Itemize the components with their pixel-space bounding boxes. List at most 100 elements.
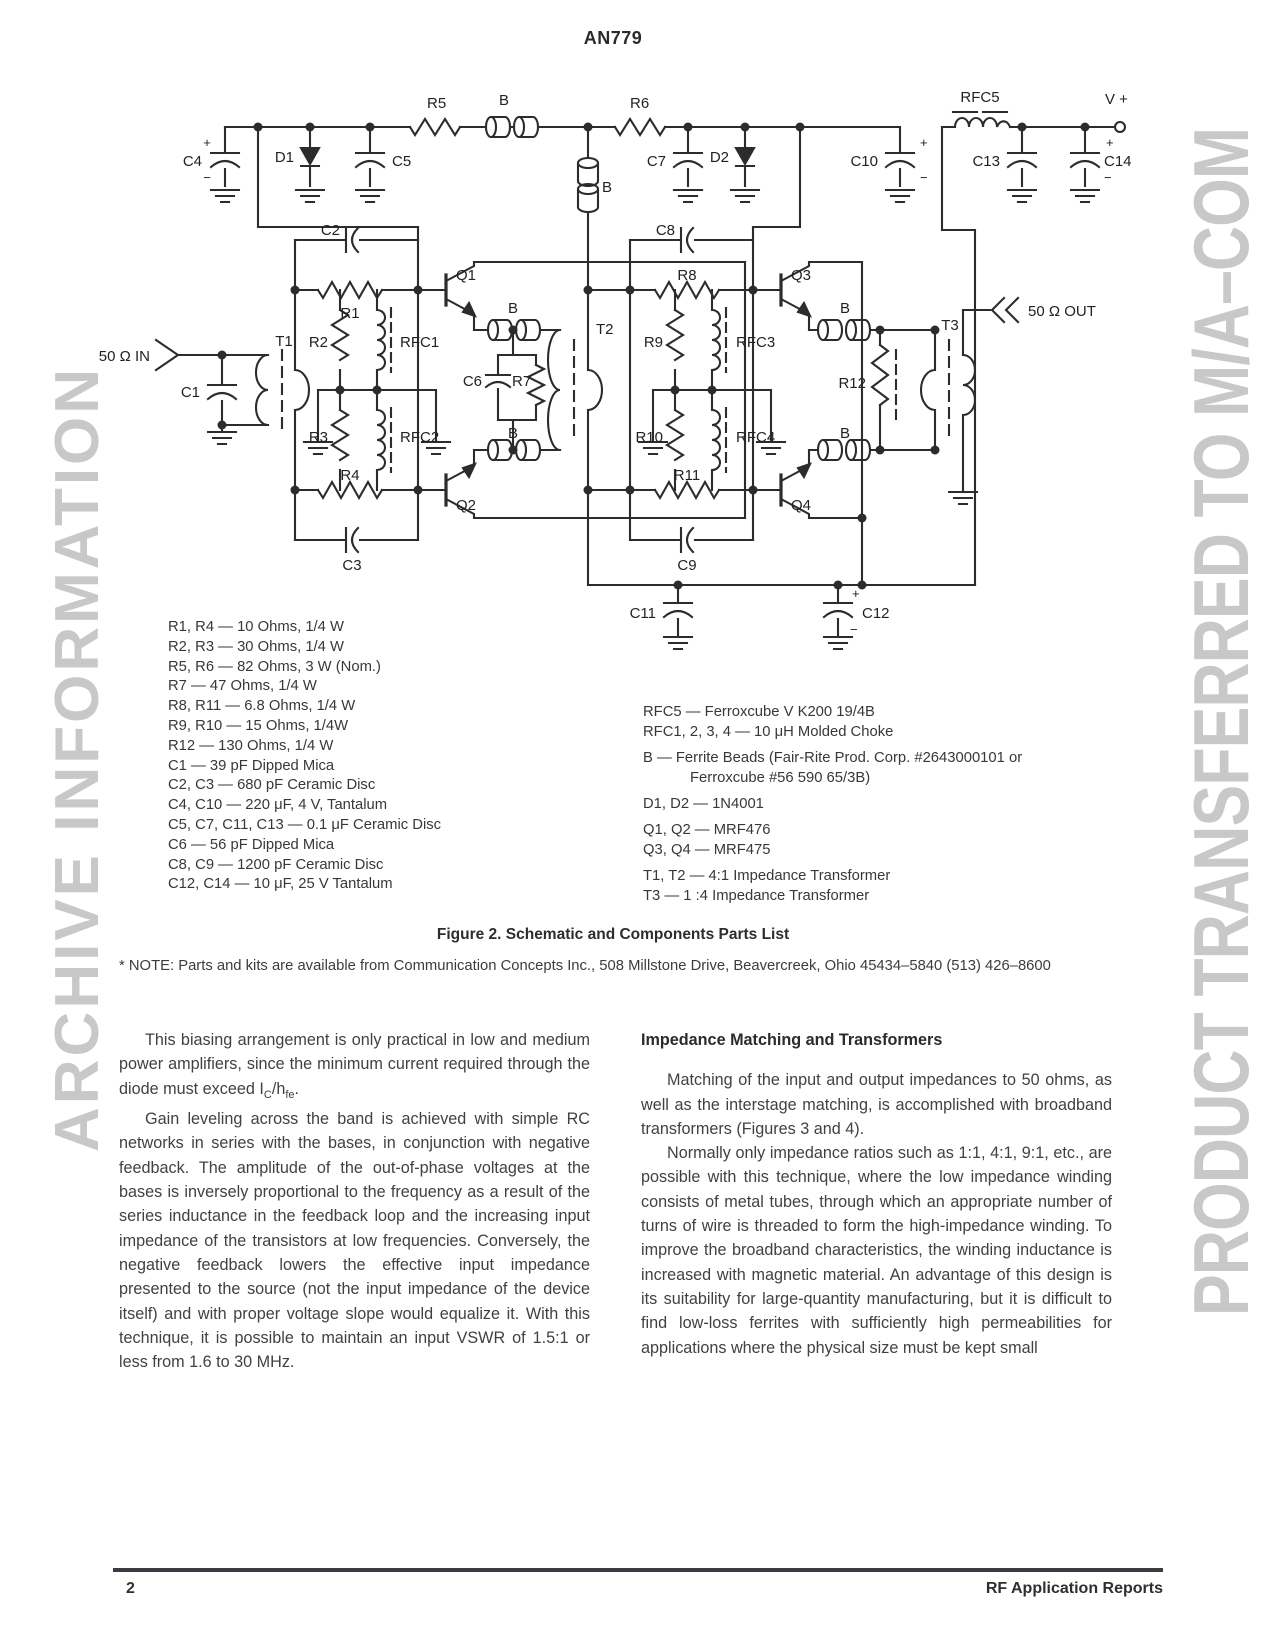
label-d2: D2	[710, 149, 729, 166]
parts-item: RFC1, 2, 3, 4 — 10 μH Molded Choke	[643, 724, 894, 740]
label-r6: R6	[630, 95, 649, 112]
parts-item: RFC5 — Ferroxcube V K200 19/4B	[643, 704, 875, 720]
label-c12: C12	[862, 605, 890, 622]
page-title: AN779	[583, 28, 643, 48]
transistor-q2	[416, 448, 747, 520]
parts-item: C4, C10 — 220 μF, 4 V, Tantalum	[168, 797, 388, 814]
label-c3: C3	[342, 557, 361, 574]
parts-item: C1 — 39 pF Dipped Mica	[168, 757, 335, 774]
input-chevron-icon	[154, 338, 180, 372]
label-c12-minus: −	[850, 622, 858, 637]
parts-item: T3 — 1 :4 Impedance Transformer	[643, 888, 870, 904]
label-c11: C11	[630, 605, 656, 622]
label-r9: R9	[644, 334, 663, 351]
label-c14-minus: −	[1104, 170, 1112, 185]
label-q1: Q1	[456, 267, 476, 284]
schematic-figure: R5 B R6 RFC5 V + C4 + − D1 C5 C7 D2 C10 …	[99, 89, 1132, 651]
label-c8: C8	[656, 222, 675, 239]
label-c12-plus: +	[852, 586, 860, 601]
parts-item: D1, D2 — 1N4001	[643, 796, 764, 812]
footer-page-number: 2	[126, 1580, 135, 1597]
label-c4-plus: +	[203, 135, 211, 150]
label-q2: Q2	[456, 497, 476, 514]
capacitor-c5	[354, 151, 386, 204]
transistor-q3	[751, 260, 864, 332]
resistor-r12	[870, 328, 898, 452]
diode-d1	[294, 146, 326, 204]
paragraph: Gain leveling across the band is achieve…	[119, 1110, 590, 1372]
parts-item: R12 — 130 Ohms, 1/4 W	[168, 737, 334, 754]
label-r11: R11	[674, 467, 700, 484]
ferrite-beads-q1	[486, 318, 562, 342]
parts-list-left: R1, R4 — 10 Ohms, 1/4 W R2, R3 — 30 Ohms…	[168, 618, 441, 895]
parts-item: R8, R11 — 6.8 Ohms, 1/4 W	[168, 698, 356, 715]
label-t3: T3	[941, 317, 959, 334]
parts-item: C12, C14 — 10 μF, 25 V Tantalum	[168, 876, 393, 893]
paragraph: Normally only impedance ratios such as 1…	[641, 1144, 1112, 1357]
label-c2: C2	[321, 222, 340, 239]
footer-report-title: RF Application Reports	[985, 1580, 1163, 1597]
parts-item: R1, R4 — 10 Ohms, 1/4 W	[168, 619, 344, 635]
ferrite-beads-q2	[486, 438, 562, 462]
label-c13: C13	[972, 153, 1000, 170]
stage2-bias-network	[637, 288, 787, 492]
ferrite-beads-rail	[484, 115, 540, 139]
label-r12: R12	[838, 375, 866, 392]
body-column-left: This biasing arrangement is only practic…	[119, 1028, 590, 1374]
label-b-q3: B	[840, 300, 850, 317]
c6-r7-network	[484, 328, 547, 452]
paragraph: Matching of the input and output impedan…	[641, 1071, 1112, 1138]
bottom-rail	[586, 583, 977, 651]
parts-item: C5, C7, C11, C13 — 0.1 μF Ceramic Disc	[168, 816, 442, 833]
transistor-q1	[416, 260, 747, 332]
parts-item: Q3, Q4 — MRF475	[643, 842, 771, 858]
parts-item: R9, R10 — 15 Ohms, 1/4W	[168, 717, 349, 734]
label-b-q4: B	[840, 425, 850, 442]
paragraph-text: /h	[271, 1079, 286, 1098]
parts-item: C2, C3 — 680 pF Ceramic Disc	[168, 777, 376, 794]
label-rfc5: RFC5	[960, 89, 999, 106]
label-rfc4: RFC4	[736, 429, 775, 446]
label-rfc1: RFC1	[400, 334, 439, 351]
parts-item: C6 — 56 pF Dipped Mica	[168, 836, 335, 853]
paragraph: This biasing arrangement is only practic…	[119, 1028, 590, 1107]
output-chevron-icon	[990, 296, 1020, 324]
label-r10: R10	[635, 429, 663, 446]
parts-item: R5, R6 — 82 Ohms, 3 W (Nom.)	[168, 658, 381, 675]
paragraph-text: This biasing arrangement is only practic…	[119, 1031, 590, 1098]
parts-item: Ferroxcube #56 590 65/3B)	[690, 770, 871, 786]
parts-item: R7 — 47 Ohms, 1/4 W	[168, 678, 317, 695]
label-r5: R5	[427, 95, 446, 112]
label-c4-minus: −	[203, 170, 211, 185]
paragraph-text: .	[294, 1079, 300, 1098]
footer-rule	[113, 1568, 1163, 1572]
label-vplus: V +	[1105, 91, 1128, 108]
capacitor-c10	[884, 151, 916, 204]
label-c10-minus: −	[920, 170, 928, 185]
label-out: 50 Ω OUT	[1028, 303, 1096, 320]
label-c4: C4	[183, 153, 202, 170]
label-r7: R7	[512, 373, 531, 390]
label-r4: R4	[340, 467, 359, 484]
label-b-rail: B	[499, 92, 509, 109]
vplus-terminal	[1113, 120, 1127, 134]
label-c1: C1	[181, 384, 200, 401]
capacitor-c4	[209, 151, 241, 204]
parts-list-right: RFC5 — Ferroxcube V K200 19/4B RFC1, 2, …	[643, 702, 1022, 906]
label-d1: D1	[275, 149, 294, 166]
label-r2: R2	[309, 334, 328, 351]
figure-caption: Figure 2. Schematic and Components Parts…	[436, 926, 790, 943]
label-t1: T1	[275, 333, 293, 350]
transformer-t1	[254, 238, 310, 542]
parts-item: Q1, Q2 — MRF476	[643, 822, 771, 838]
label-c5: C5	[392, 153, 411, 170]
parts-item: T1, T2 — 4:1 Impedance Transformer	[643, 868, 891, 884]
ferrite-beads-q3	[816, 318, 937, 342]
label-c10-plus: +	[920, 135, 928, 150]
transistor-q4	[751, 448, 864, 520]
label-q4: Q4	[791, 497, 811, 514]
parts-item: R2, R3 — 30 Ohms, 1/4 W	[168, 638, 344, 655]
capacitor-c14	[1069, 125, 1101, 204]
transformer-t3	[920, 308, 992, 506]
